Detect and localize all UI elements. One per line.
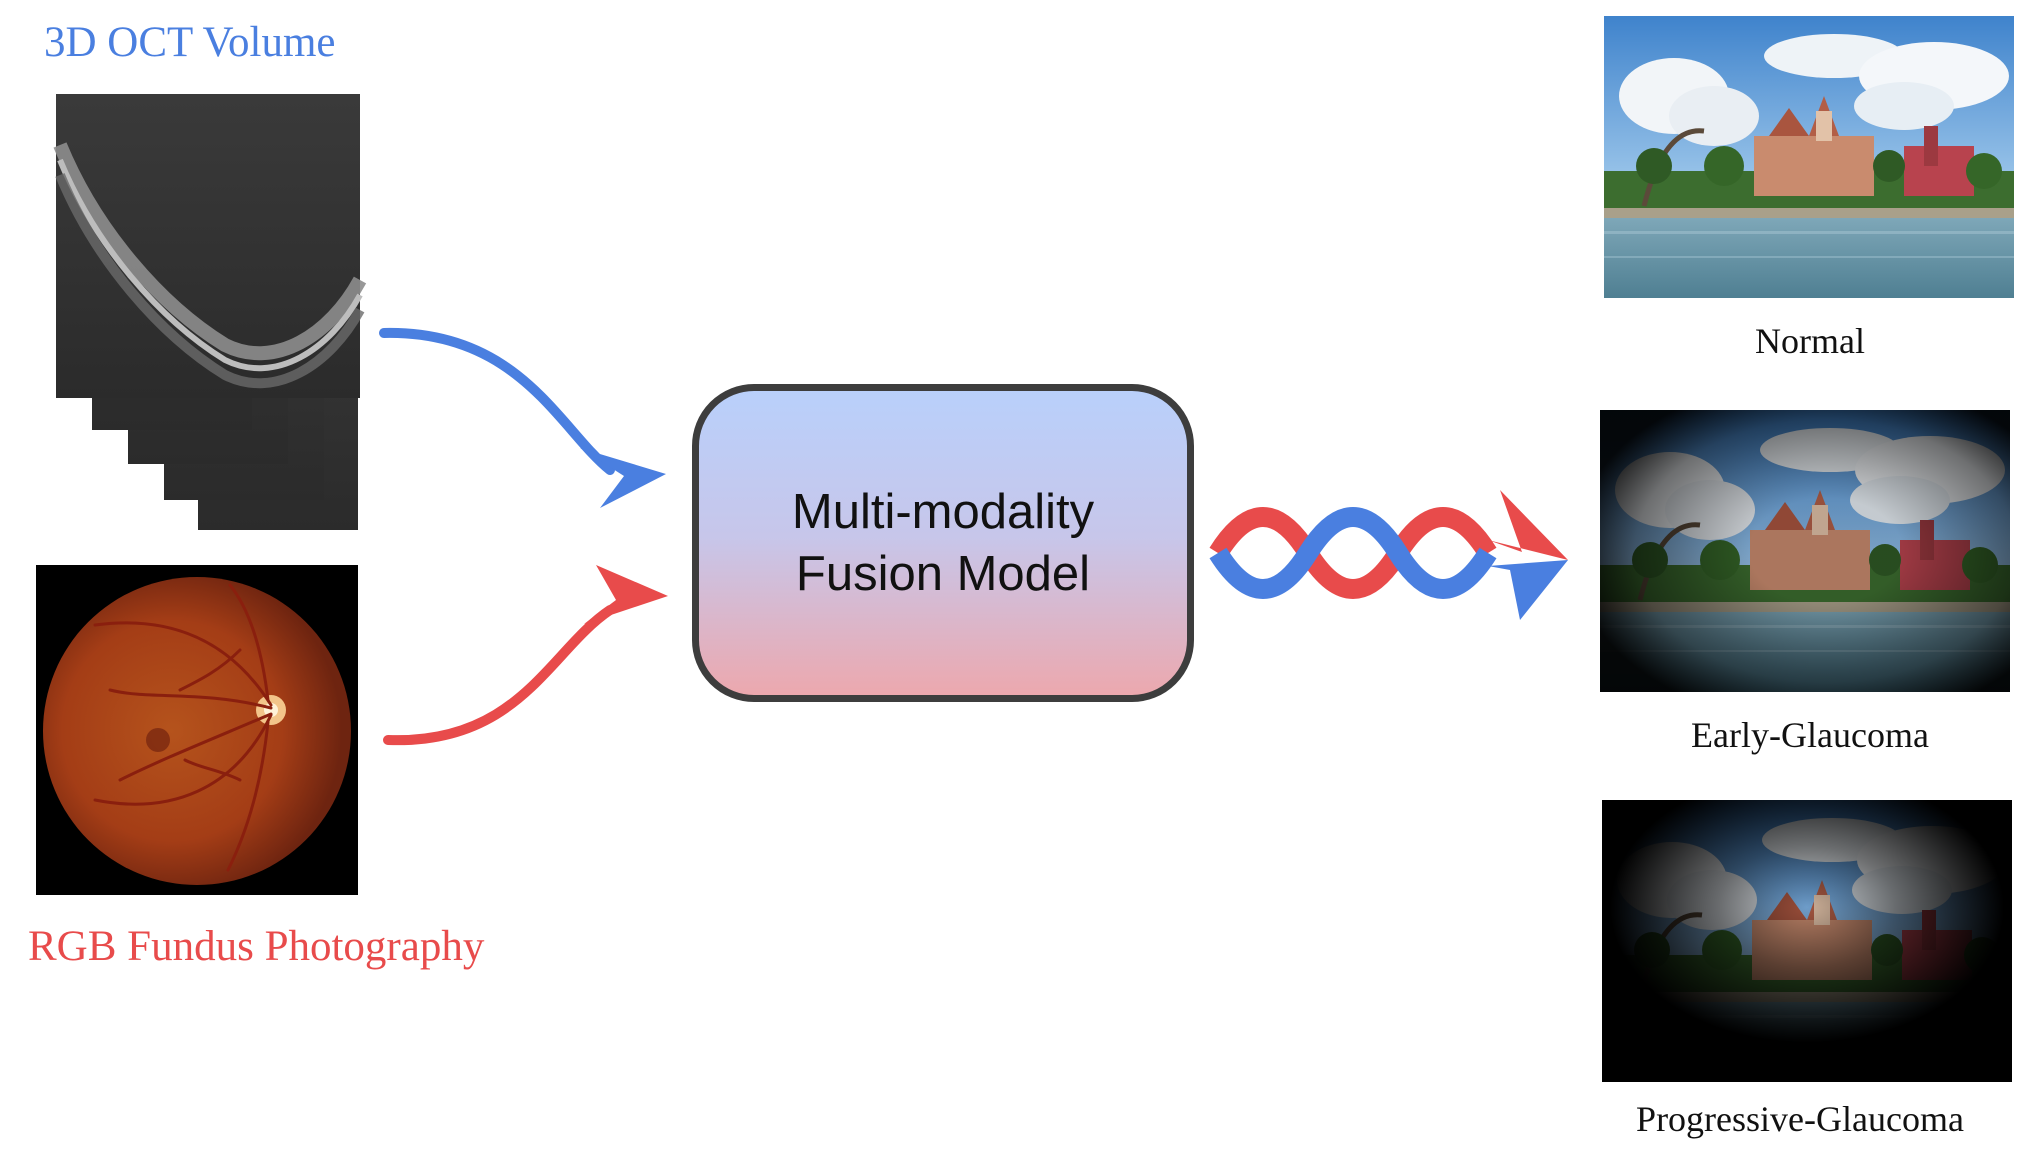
scene-image-progressive — [1602, 800, 2012, 1082]
output-label-normal: Normal — [1755, 321, 1865, 361]
scene-image-normal — [1604, 16, 2014, 298]
model-line-2: Fusion Model — [795, 547, 1091, 601]
fusion-model-label: Multi-modality Fusion Model — [792, 481, 1094, 605]
fundus-photography-title: RGB Fundus Photography — [28, 923, 485, 970]
output-label-progressive-glaucoma: Progressive-Glaucoma — [1636, 1099, 1964, 1139]
fusion-model-box: Multi-modality Fusion Model — [692, 384, 1194, 702]
oct-volume-title: 3D OCT Volume — [44, 19, 336, 66]
fundus-image — [36, 565, 358, 895]
oct-volume-image — [53, 94, 367, 530]
fundus-arrow — [383, 565, 668, 746]
model-line-1: Multi-modality — [791, 485, 1095, 539]
oct-arrow — [379, 327, 666, 508]
output-label-early-glaucoma: Early-Glaucoma — [1691, 715, 1929, 755]
scene-image-early — [1600, 410, 2010, 692]
helix-arrow-icon — [1209, 490, 1568, 620]
